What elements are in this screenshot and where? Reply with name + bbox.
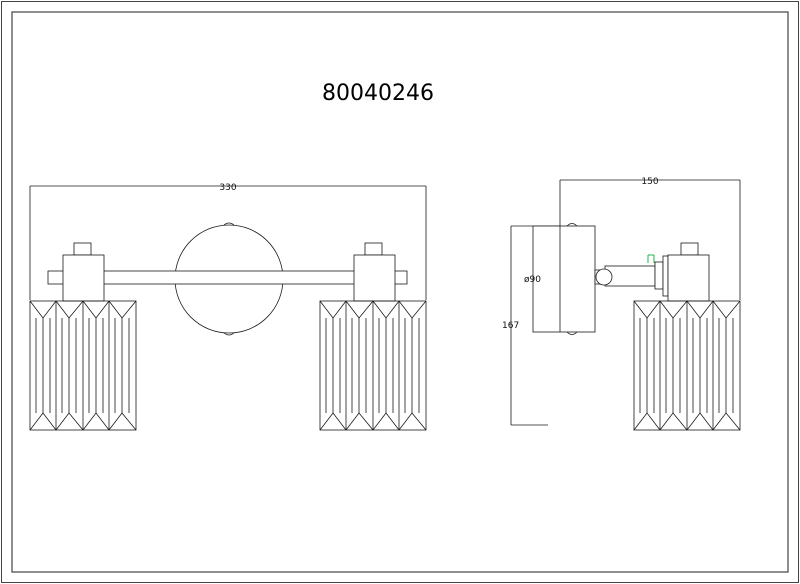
depth-dimension [559, 179, 741, 300]
front-view [29, 185, 427, 431]
mounting-bar [47, 270, 408, 285]
base-diameter-label: ø90 [524, 275, 541, 285]
width-dimension [29, 185, 427, 300]
height-label: 167 [502, 321, 519, 331]
left-lamp-holder [62, 242, 105, 302]
right-crystal-shade [319, 300, 427, 431]
arm [594, 255, 669, 297]
right-lamp-holder [353, 242, 396, 302]
side-crystal-shade [633, 300, 741, 431]
wall-plate-side [532, 223, 596, 335]
overall-width-label: 330 [219, 183, 236, 193]
swivel-marker [647, 254, 655, 263]
model-number: 80040246 [322, 81, 434, 106]
side-view [510, 179, 741, 431]
side-lamp-holder [667, 242, 710, 302]
depth-label: 150 [641, 177, 658, 187]
left-crystal-shade [29, 300, 137, 431]
